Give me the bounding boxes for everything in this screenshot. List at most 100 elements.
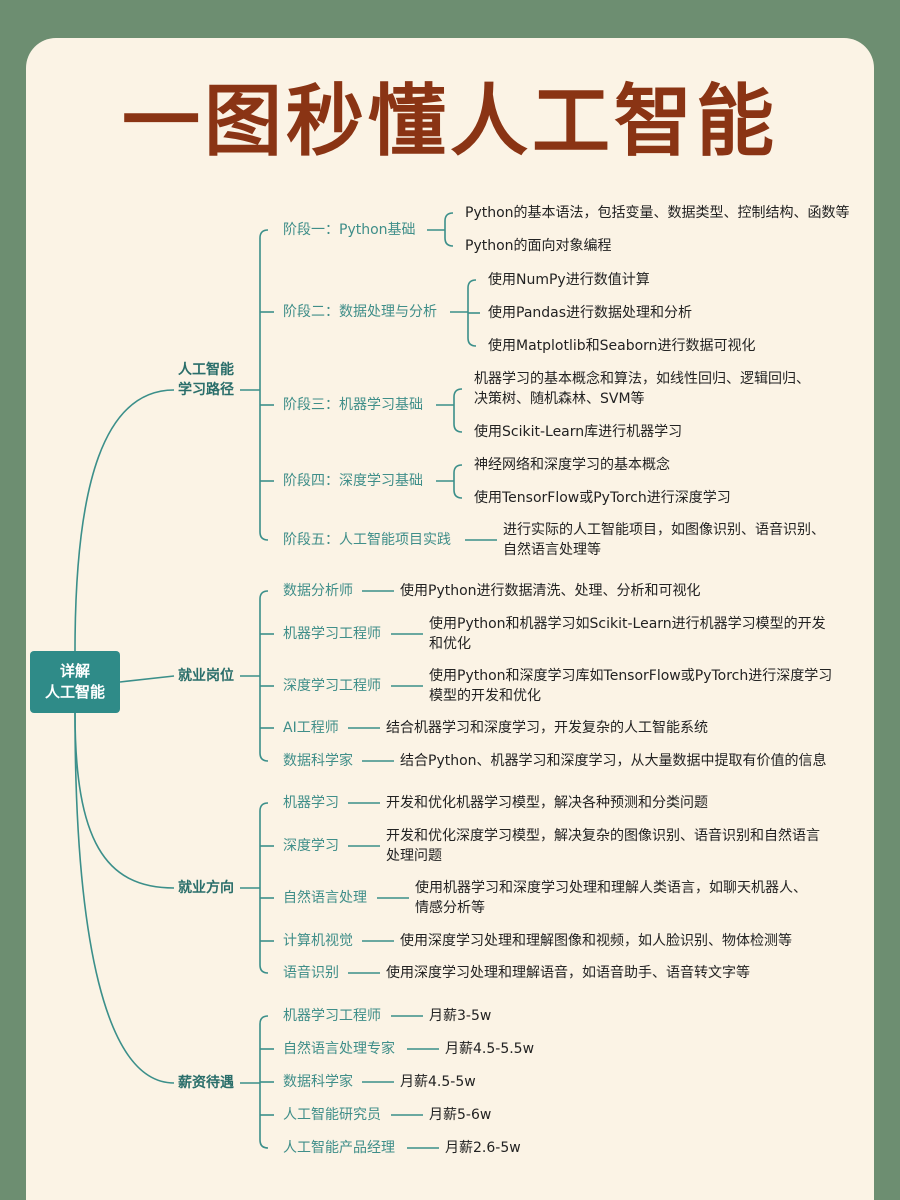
- branch-label: 阶段二：数据处理与分析: [283, 304, 437, 320]
- branch-label: 语音识别: [283, 965, 339, 981]
- leaf-text-line: 处理问题: [386, 848, 442, 864]
- branch-label: 自然语言处理: [283, 890, 367, 906]
- leaf-text: 月薪2.6-5w: [445, 1138, 521, 1158]
- branch-label: 深度学习工程师: [283, 678, 381, 694]
- leaf-text-line: 开发和优化深度学习模型，解决复杂的图像识别、语音识别和自然语言: [386, 828, 820, 844]
- leaf-text-line: Python的面向对象编程: [465, 238, 612, 254]
- leaf-text-line: 使用Python和机器学习如Scikit-Learn进行机器学习模型的开发: [429, 616, 826, 632]
- branch-label: 数据科学家: [283, 753, 353, 769]
- branch-label: 阶段四：深度学习基础: [283, 473, 423, 489]
- category-label-line: 人工智能: [178, 362, 234, 378]
- content-card: [26, 38, 874, 1200]
- leaf-text: Python的面向对象编程: [465, 236, 612, 256]
- leaf-text-line: 使用深度学习处理和理解语音，如语音助手、语音转文字等: [386, 965, 750, 981]
- leaf-text-line: Python的基本语法，包括变量、数据类型、控制结构、函数等: [465, 205, 850, 221]
- category-bracket-line: [259, 229, 269, 541]
- leaf-text-line: 决策树、随机森林、SVM等: [474, 391, 645, 407]
- branch-label: 机器学习工程师: [283, 1008, 381, 1024]
- category-label-line: 就业岗位: [178, 668, 234, 684]
- category-label: 就业方向: [178, 878, 234, 898]
- branch-label: 自然语言处理专家: [283, 1041, 395, 1057]
- leaf-text-line: 结合机器学习和深度学习，开发复杂的人工智能系统: [386, 720, 708, 736]
- leaf-text: 开发和优化深度学习模型，解决复杂的图像识别、语音识别和自然语言处理问题: [386, 826, 820, 866]
- branch-label: 人工智能产品经理: [283, 1140, 395, 1156]
- branch-label: 机器学习: [283, 795, 339, 811]
- root-to-category-line: [74, 712, 175, 1084]
- category-label-line: 就业方向: [178, 880, 234, 896]
- leaf-text: 使用深度学习处理和理解图像和视频，如人脸识别、物体检测等: [400, 931, 792, 951]
- branch-label: 阶段一：Python基础: [283, 222, 416, 238]
- leaf-text-line: 月薪4.5-5.5w: [445, 1041, 535, 1057]
- leaf-text-line: 使用深度学习处理和理解图像和视频，如人脸识别、物体检测等: [400, 933, 792, 949]
- root-node: 详解 人工智能: [30, 651, 120, 713]
- category-label-line: 学习路径: [178, 382, 234, 398]
- leaf-text-line: 使用Python和深度学习库如TensorFlow或PyTorch进行深度学习: [429, 668, 833, 684]
- root-to-category-line: [74, 389, 175, 652]
- leaf-text-line: 机器学习的基本概念和算法，如线性回归、逻辑回归、: [474, 371, 810, 387]
- root-line: 详解: [59, 662, 90, 680]
- leaf-text: 月薪3-5w: [429, 1006, 491, 1026]
- leaf-text: 使用深度学习处理和理解语音，如语音助手、语音转文字等: [386, 963, 750, 983]
- leaf-text: 进行实际的人工智能项目，如图像识别、语音识别、自然语言处理等: [503, 520, 825, 560]
- leaf-text-line: 月薪4.5-5w: [400, 1074, 476, 1090]
- category-label-line: 薪资待遇: [178, 1075, 234, 1091]
- category-bracket-line: [259, 802, 269, 974]
- root-to-category-line: [119, 675, 175, 683]
- leaf-text-line: 神经网络和深度学习的基本概念: [474, 457, 670, 473]
- branch-label: AI工程师: [283, 720, 339, 736]
- branch-label: 人工智能研究员: [283, 1107, 381, 1123]
- leaf-text: 使用Matplotlib和Seaborn进行数据可视化: [488, 336, 756, 356]
- leaf-text-line: 使用Scikit-Learn库进行机器学习: [474, 424, 683, 440]
- category-label: 人工智能学习路径: [178, 360, 234, 400]
- category-bracket-line: [259, 590, 269, 762]
- leaf-text: 开发和优化机器学习模型，解决各种预测和分类问题: [386, 793, 708, 813]
- leaf-text: 机器学习的基本概念和算法，如线性回归、逻辑回归、决策树、随机森林、SVM等: [474, 369, 810, 409]
- leaf-text: 结合机器学习和深度学习，开发复杂的人工智能系统: [386, 718, 708, 738]
- category-label: 就业岗位: [178, 666, 234, 686]
- leaf-text: 使用Scikit-Learn库进行机器学习: [474, 422, 682, 442]
- leaf-text: 月薪5-6w: [429, 1105, 491, 1125]
- leaf-text: 结合Python、机器学习和深度学习，从大量数据中提取有价值的信息: [400, 751, 827, 771]
- page-title: 一图秒懂人工智能: [121, 77, 778, 167]
- branch-label: 数据分析师: [283, 583, 353, 599]
- leaf-text-line: 自然语言处理等: [503, 542, 601, 558]
- branch-label: 计算机视觉: [283, 933, 353, 949]
- leaf-text-line: 使用Matplotlib和Seaborn进行数据可视化: [488, 338, 756, 354]
- leaf-text-line: 和优化: [429, 636, 471, 652]
- leaf-text: 使用Python和深度学习库如TensorFlow或PyTorch进行深度学习模…: [429, 666, 832, 706]
- leaf-text-line: 模型的开发和优化: [429, 688, 541, 704]
- leaf-text-line: 使用NumPy进行数值计算: [488, 272, 650, 288]
- leaf-text: 使用Python和机器学习如Scikit-Learn进行机器学习模型的开发和优化: [429, 614, 826, 654]
- leaf-text: 使用NumPy进行数值计算: [488, 270, 650, 290]
- leaf-bracket-line: [444, 212, 454, 247]
- leaf-text-line: 使用Python进行数据清洗、处理、分析和可视化: [400, 583, 701, 599]
- leaf-text-line: 月薪5-6w: [429, 1107, 492, 1123]
- leaf-text: 月薪4.5-5.5w: [445, 1039, 534, 1059]
- leaf-text-line: 结合Python、机器学习和深度学习，从大量数据中提取有价值的信息: [400, 753, 827, 769]
- branch-label: 深度学习: [283, 838, 339, 854]
- branch-label: 阶段五：人工智能项目实践: [283, 532, 451, 548]
- leaf-text-line: 情感分析等: [415, 900, 485, 916]
- leaf-text-line: 使用机器学习和深度学习处理和理解人类语言，如聊天机器人、: [415, 880, 807, 896]
- root-line: 人工智能: [44, 683, 105, 701]
- leaf-text-line: 使用Pandas进行数据处理和分析: [488, 305, 693, 321]
- leaf-text-line: 月薪2.6-5w: [445, 1140, 521, 1156]
- branch-label: 数据科学家: [283, 1074, 353, 1090]
- leaf-text-line: 开发和优化机器学习模型，解决各种预测和分类问题: [386, 795, 708, 811]
- leaf-text-line: 月薪3-5w: [429, 1008, 492, 1024]
- leaf-text: 神经网络和深度学习的基本概念: [474, 455, 670, 475]
- root-to-category-line: [74, 712, 175, 889]
- leaf-bracket-line: [453, 464, 463, 499]
- leaf-text-line: 进行实际的人工智能项目，如图像识别、语音识别、: [503, 522, 825, 538]
- category-label: 薪资待遇: [178, 1073, 234, 1093]
- branch-label: 阶段三：机器学习基础: [283, 397, 423, 413]
- leaf-text-line: 使用TensorFlow或PyTorch进行深度学习: [474, 490, 731, 506]
- branch-label: 机器学习工程师: [283, 626, 381, 642]
- leaf-text: 使用Python进行数据清洗、处理、分析和可视化: [400, 581, 701, 601]
- leaf-text: 使用机器学习和深度学习处理和理解人类语言，如聊天机器人、情感分析等: [415, 878, 807, 918]
- leaf-text: 月薪4.5-5w: [400, 1072, 476, 1092]
- leaf-bracket-line: [453, 388, 463, 433]
- leaf-text: 使用TensorFlow或PyTorch进行深度学习: [474, 488, 731, 508]
- leaf-text: Python的基本语法，包括变量、数据类型、控制结构、函数等: [465, 203, 850, 223]
